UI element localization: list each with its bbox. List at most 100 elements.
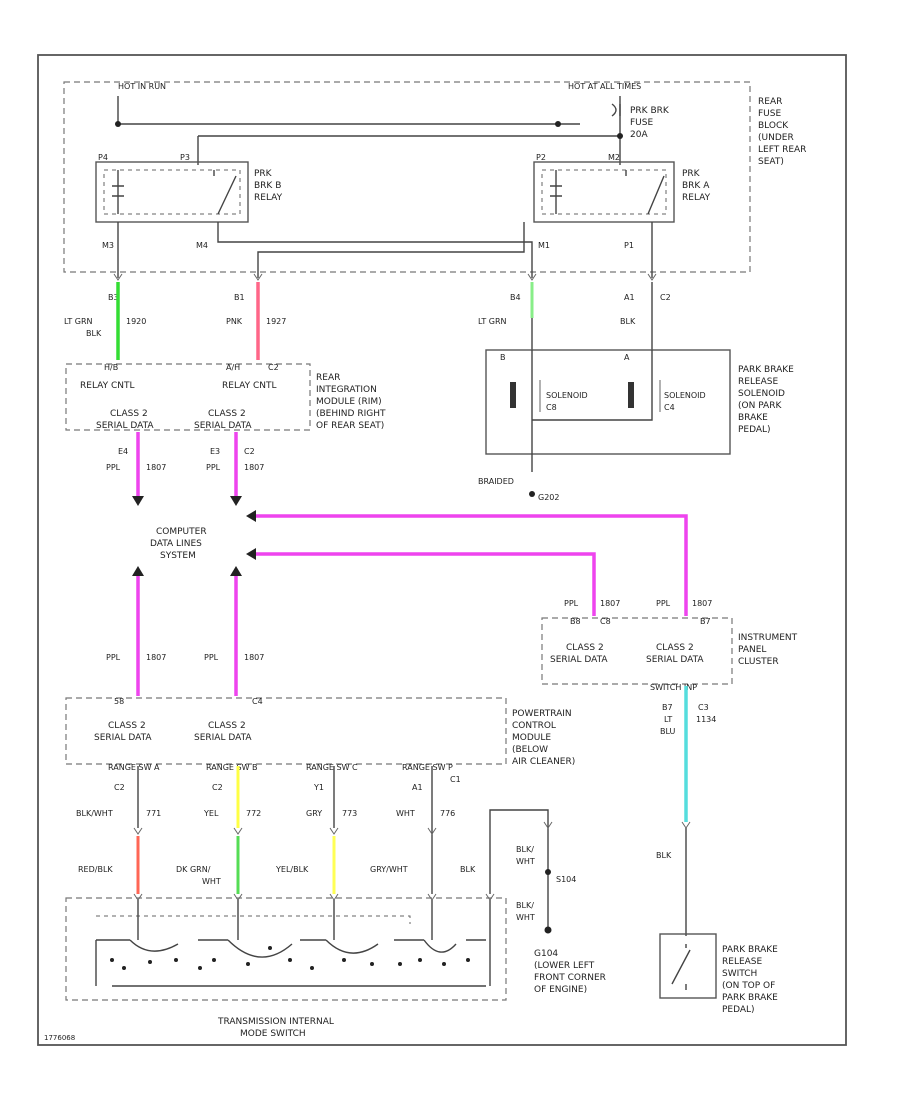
connector (527, 273, 537, 281)
relay-a-pin: M2 (608, 153, 620, 162)
svg-text:PEDAL): PEDAL) (722, 1005, 755, 1015)
t4-circuit: 776 (440, 809, 455, 818)
svg-text:SYSTEM: SYSTEM (160, 551, 196, 561)
b2-color2: WHT (202, 877, 221, 886)
t1-color: BLK/WHT (76, 809, 113, 818)
connector-arrow (246, 510, 256, 522)
ipc-pin: B7 (700, 617, 711, 626)
ppl-label: PPL (106, 653, 121, 662)
svg-text:POWERTRAIN: POWERTRAIN (512, 709, 572, 719)
b1-color: RED/BLK (78, 865, 113, 874)
w1-color: LT GRN (64, 317, 93, 326)
ipc-out-pin: B7 (662, 703, 673, 712)
blk-wht: BLK/ (516, 845, 534, 854)
fuse-symbol (611, 103, 621, 117)
svg-text:INSTRUMENT: INSTRUMENT (738, 633, 798, 643)
ipc-class2-right: CLASS 2 (656, 643, 694, 653)
solenoid-coil-line (539, 380, 661, 412)
ipc-class2-right-2: SERIAL DATA (646, 655, 704, 665)
svg-text:BRAKE: BRAKE (738, 413, 768, 423)
t3-circuit: 773 (342, 809, 357, 818)
pcm-class2-right-2: SERIAL DATA (194, 733, 252, 743)
ipc-out-color2: BLU (660, 727, 676, 736)
svg-text:PRK: PRK (254, 169, 273, 179)
svg-text:BRK B: BRK B (254, 181, 281, 191)
t3-color: GRY (306, 809, 322, 818)
ppl-label: PPL (656, 599, 671, 608)
solenoid-coil-left (510, 382, 516, 408)
relay-a-pin: P2 (536, 153, 546, 162)
svg-text:FUSE: FUSE (630, 118, 653, 128)
ppl-circuit: 1807 (600, 599, 620, 608)
connector-arrow (230, 496, 242, 506)
svg-text:(ON PARK: (ON PARK (738, 401, 782, 411)
pcm-bottom: RANGE SW P (402, 763, 453, 772)
ppl-label: PPL (204, 653, 219, 662)
t4-color: WHT (396, 809, 415, 818)
pbrs-name: PARK BRAKE RELEASE SWITCH (ON TOP OF PAR… (722, 945, 778, 1015)
connector (233, 827, 243, 835)
b3-color: YEL/BLK (275, 865, 309, 874)
svg-text:FRONT CORNER: FRONT CORNER (534, 973, 606, 983)
w3-pin: B4 (510, 293, 521, 302)
svg-text:BRK A: BRK A (682, 181, 710, 191)
svg-text:PRK: PRK (682, 169, 701, 179)
relay-crosswire (217, 222, 533, 278)
svg-text:RELEASE: RELEASE (722, 957, 763, 967)
svg-text:20A: 20A (630, 130, 648, 140)
connector (253, 273, 263, 281)
rim-class2-right: CLASS 2 (208, 409, 246, 419)
rim-pin: H/B (104, 363, 118, 372)
rim-pin: A/H (226, 363, 240, 372)
relay-b-inner (103, 169, 241, 215)
svg-text:PARK BRAKE: PARK BRAKE (722, 945, 778, 955)
svg-text:(BEHIND RIGHT: (BEHIND RIGHT (316, 409, 386, 419)
svg-text:SEAT): SEAT) (758, 157, 784, 167)
ipc-bottom: SWITCH INP (650, 683, 697, 692)
pcm-pin: 58 (114, 697, 124, 706)
solenoid-pin: B (500, 353, 506, 362)
rear-fuse-block-label: REAR FUSE BLOCK (UNDER LEFT REAR SEAT) (758, 97, 806, 167)
w1-circuit: 1920 (126, 317, 146, 326)
relay-cntl-right: RELAY CNTL (222, 381, 277, 391)
svg-text:CONTROL: CONTROL (512, 721, 556, 731)
b5-color: BLK (460, 865, 476, 874)
pcm-bottom: RANGE SW A (108, 763, 160, 772)
connector-arrow (246, 548, 256, 560)
ipc-conn: C8 (600, 617, 611, 626)
ipc-box (541, 617, 733, 685)
b4-color: GRY/WHT (370, 865, 408, 874)
relay-a-pin: P1 (624, 241, 634, 250)
relay-b-pin: M3 (102, 241, 114, 250)
t2-color: YEL (203, 809, 219, 818)
ppl-label: PPL (206, 463, 221, 472)
svg-text:CLUSTER: CLUSTER (738, 657, 779, 667)
svg-text:G104: G104 (534, 949, 558, 959)
pcm-bottom: RANGE SW B (206, 763, 258, 772)
relay-a-label: PRK BRK A RELAY (682, 169, 711, 203)
connector (647, 273, 657, 281)
ppl-circuit: 1807 (146, 463, 166, 472)
ipc-name: INSTRUMENT PANEL CLUSTER (738, 633, 798, 667)
blk-wht: BLK/ (516, 901, 534, 910)
pcm-bottom: RANGE SW C (306, 763, 358, 772)
solenoid-pin: A (624, 353, 630, 362)
ground-point (544, 926, 552, 934)
svg-text:DATA LINES: DATA LINES (150, 539, 202, 549)
t1-circuit: 771 (146, 809, 161, 818)
ipc-out-color: LT (664, 715, 672, 724)
hot-in-run-bus (117, 96, 580, 125)
solenoid-code-right: C4 (664, 403, 675, 412)
rim-box (65, 363, 311, 431)
pbrs-box (659, 933, 717, 999)
fuse-label: PRK BRK FUSE 20A (630, 106, 670, 140)
solenoid-wire (531, 350, 653, 472)
connector (681, 821, 691, 829)
connector (329, 827, 339, 835)
relay-b-pin: P3 (180, 153, 190, 162)
connector (133, 827, 143, 835)
relay-a-pin: M1 (538, 241, 550, 250)
svg-text:OF ENGINE): OF ENGINE) (534, 985, 587, 995)
s-code: S104 (556, 875, 576, 884)
svg-text:INTEGRATION: INTEGRATION (316, 385, 377, 395)
